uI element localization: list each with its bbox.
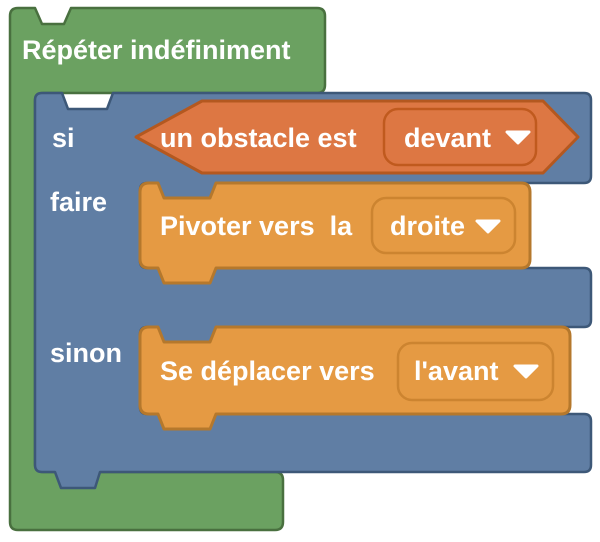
dropdown-arrow-icon[interactable]	[475, 219, 501, 234]
repeat-forever-block[interactable]: Répéter indéfiniment	[8, 6, 327, 532]
turn-direction-dropdown[interactable]: droite	[370, 196, 517, 255]
move-direction-dropdown-value[interactable]: l'avant	[414, 356, 498, 386]
move-direction-dropdown[interactable]: l'avant	[396, 341, 555, 402]
move-block-shape[interactable]	[138, 325, 572, 431]
obstacle-position-dropdown-border[interactable]	[382, 107, 538, 167]
repeat-block-label: Répéter indéfiniment	[22, 35, 291, 65]
if-else-block[interactable]: si faire sinon	[33, 91, 593, 490]
turn-direction-dropdown-value[interactable]: droite	[390, 211, 465, 241]
turn-block-shape[interactable]	[138, 181, 532, 285]
turn-block-label: Pivoter vers la	[160, 211, 353, 241]
move-block-label: Se déplacer vers	[160, 356, 375, 386]
obstacle-condition-shape[interactable]	[134, 99, 580, 175]
dropdown-arrow-icon[interactable]	[505, 130, 531, 145]
turn-block[interactable]: Pivoter vers la droite	[138, 181, 532, 285]
turn-direction-dropdown-border[interactable]	[370, 196, 517, 255]
obstacle-position-dropdown[interactable]: devant	[382, 107, 538, 167]
obstacle-position-dropdown-value[interactable]: devant	[404, 123, 491, 153]
do-label: faire	[50, 187, 107, 217]
if-label: si	[52, 123, 75, 153]
obstacle-condition-block[interactable]: un obstacle est devant	[134, 99, 580, 175]
else-label: sinon	[50, 338, 122, 368]
move-direction-dropdown-border[interactable]	[396, 341, 555, 402]
obstacle-condition-label: un obstacle est	[160, 123, 357, 153]
dropdown-arrow-icon[interactable]	[513, 364, 539, 379]
if-else-block-shape[interactable]	[33, 91, 593, 490]
move-block[interactable]: Se déplacer vers l'avant	[138, 325, 572, 431]
